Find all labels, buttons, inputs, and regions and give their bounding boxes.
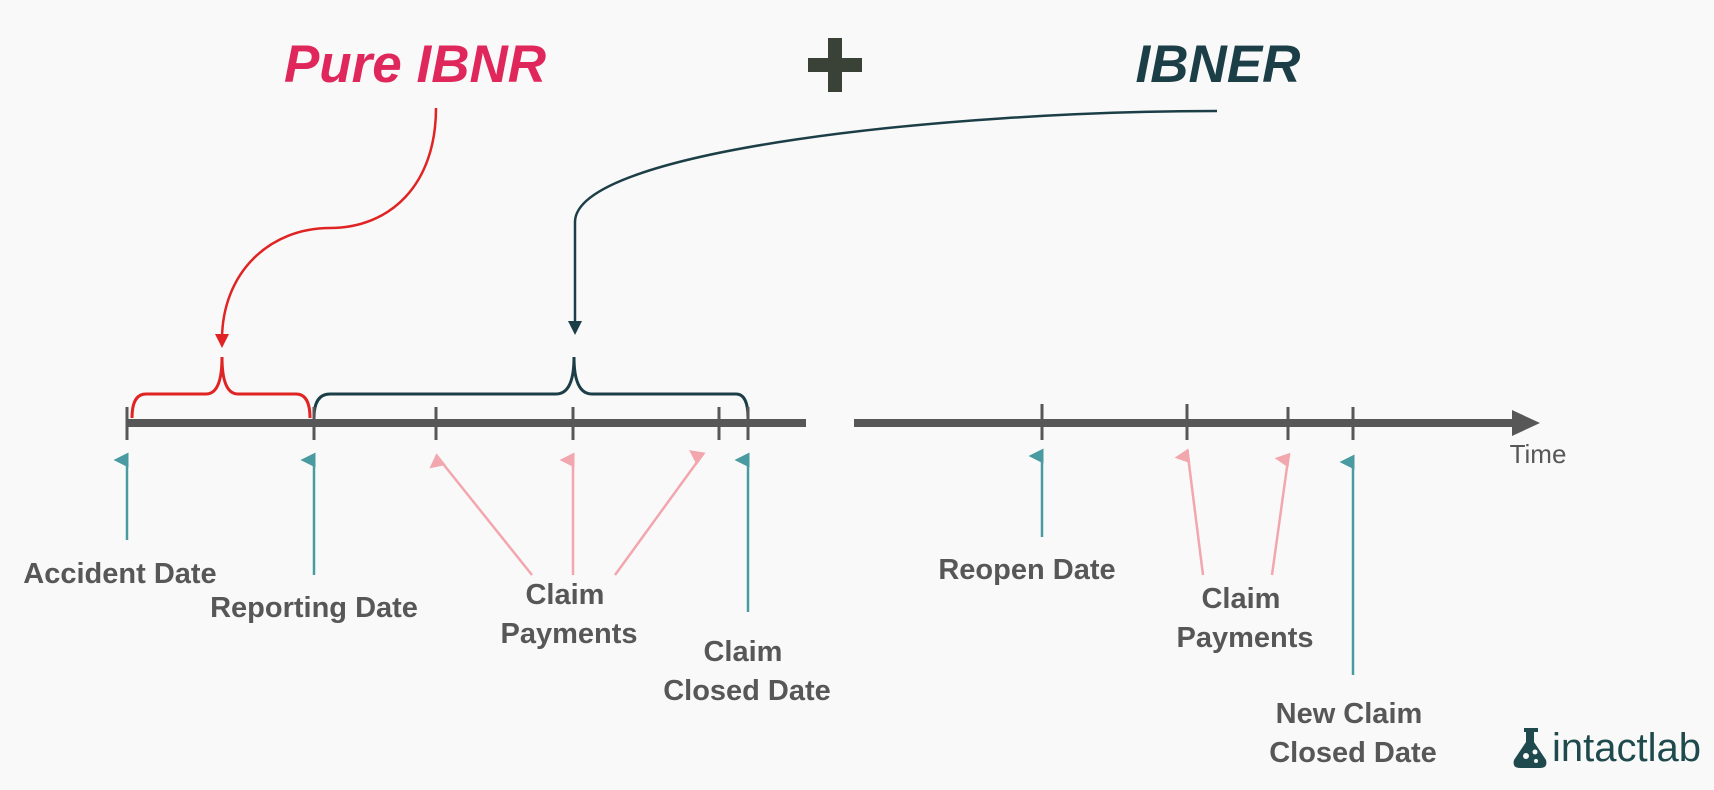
pure-ibnr-brace: [130, 356, 312, 419]
flask-icon: [1513, 728, 1547, 768]
date-arrows: [113, 448, 1355, 675]
payment-arrows: [429, 448, 1291, 576]
ibner-brace: [312, 356, 750, 419]
intactlab-logo: intactlab: [1513, 726, 1701, 770]
accident-date-label: Accident Date: [23, 558, 216, 590]
logo-text: intactlab: [1552, 726, 1701, 770]
payment-arrow-3: [613, 450, 706, 576]
payment-arrow-4: [1174, 448, 1205, 576]
ibner-title: IBNER: [1136, 35, 1301, 94]
claim-payments-label-2: Claim Payments: [1176, 583, 1313, 654]
claim-payments-label-1: Claim Payments: [500, 579, 637, 650]
ibner-connector: [573, 109, 1218, 322]
payment-arrow-1: [429, 453, 533, 576]
timeline-gap: [806, 407, 854, 435]
plus-icon: [808, 38, 862, 92]
new-claim-closed-date-label: New Claim Closed Date: [1269, 698, 1437, 769]
reopen-date-label: Reopen Date: [938, 554, 1115, 586]
pure-ibnr-title: Pure IBNR: [284, 35, 546, 94]
ibner-arrowhead: [568, 321, 582, 335]
payment-arrow-5: [1270, 452, 1291, 576]
timeline-ticks: [125, 404, 1355, 440]
time-axis-label: Time: [1510, 439, 1567, 469]
pure-ibnr-connector: [220, 107, 438, 341]
claim-closed-date-label: Claim Closed Date: [663, 636, 831, 707]
timeline-arrowhead: [1512, 410, 1540, 436]
reporting-date-label: Reporting Date: [210, 592, 418, 624]
pure-ibnr-arrowhead: [215, 334, 229, 348]
